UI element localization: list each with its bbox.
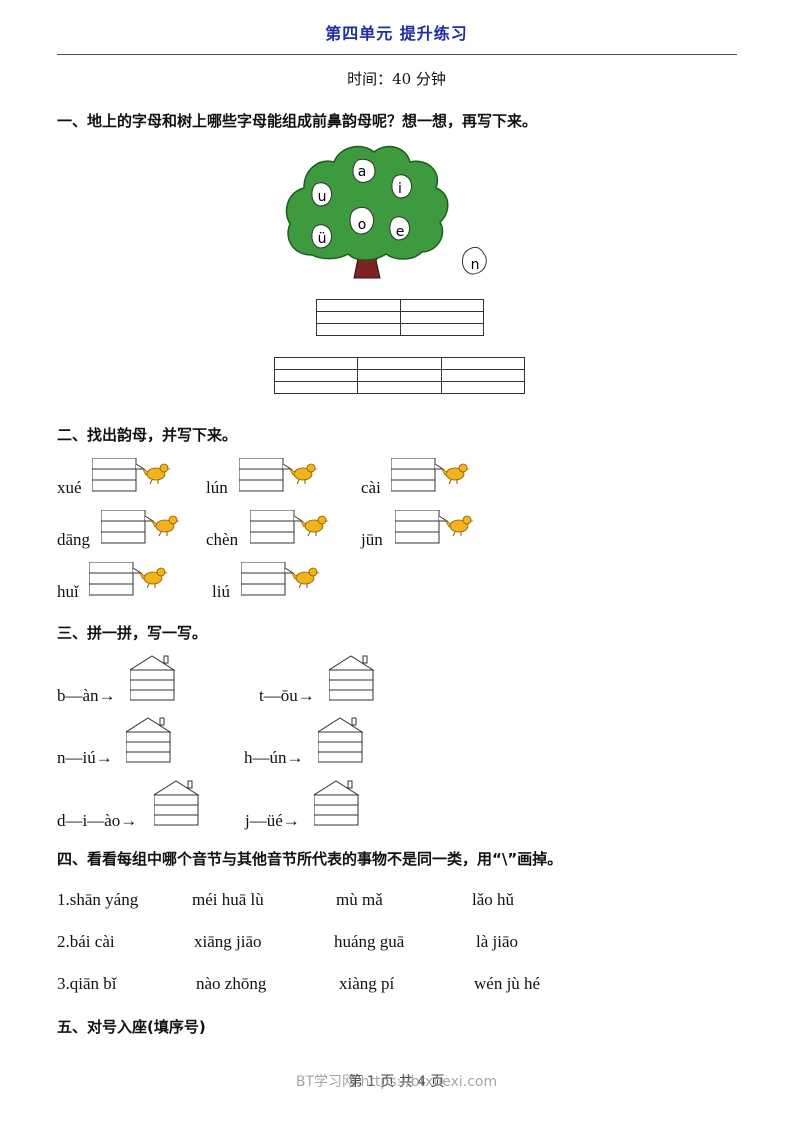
answer-cell[interactable] <box>273 381 359 394</box>
watermark-url: BT学习网 https://btxuexi.com <box>295 1074 498 1090</box>
leaf-letter: i <box>398 181 402 197</box>
letter-tree-illustration: a i u o e ü n <box>285 145 487 279</box>
leaf-letter: u <box>318 189 327 205</box>
spelling-item: n—iú→ <box>57 748 113 767</box>
syllable-option[interactable]: 1.shān yáng <box>57 890 139 909</box>
syllable-option[interactable]: mù mǎ <box>336 890 383 909</box>
house-answer-box[interactable] <box>318 716 364 764</box>
leaf-letter: a <box>358 164 367 180</box>
section-1-heading: 一、地上的字母和树上哪些字母能组成前鼻韵母呢？想一想，再写下来。 <box>57 112 538 130</box>
syllable-option[interactable]: wén jù hé <box>474 974 541 993</box>
leaf-letter: o <box>358 217 367 233</box>
pinyin-item: cài <box>361 478 381 497</box>
section-5-heading: 五、对号入座(填序号) <box>57 1018 206 1036</box>
spelling-item: h—ún→ <box>244 748 304 767</box>
answer-box[interactable] <box>395 510 477 546</box>
answer-box[interactable] <box>241 562 323 598</box>
pinyin-item: huǐ <box>57 582 79 601</box>
house-answer-box[interactable] <box>130 654 176 702</box>
answer-box[interactable] <box>101 510 183 546</box>
spelling-item: b—àn→ <box>57 686 116 705</box>
leaf-u: u <box>311 182 333 207</box>
answer-cell[interactable] <box>440 357 526 370</box>
answer-cell[interactable] <box>316 299 401 312</box>
answer-cell[interactable] <box>440 369 526 382</box>
time-limit: 时间：40 分钟 <box>347 70 446 88</box>
pinyin-item: dāng <box>57 530 91 549</box>
pinyin-item: chèn <box>206 530 239 549</box>
syllable-option[interactable]: xiàng pí <box>339 974 395 993</box>
leaf-letter: n <box>471 257 480 273</box>
page-number: 第 1 页 共 4 页 <box>348 1074 445 1090</box>
answer-grid-2col <box>316 299 484 336</box>
syllable-option[interactable]: méi huā lù <box>192 890 264 909</box>
answer-cell[interactable] <box>357 369 442 382</box>
syllable-option[interactable]: là jiāo <box>476 932 519 951</box>
leaf-letter: e <box>396 224 405 240</box>
answer-box[interactable] <box>239 458 321 494</box>
leaf-a: a <box>352 158 376 183</box>
pinyin-item: lún <box>206 478 228 497</box>
leaf-i: i <box>391 174 413 199</box>
syllable-option[interactable]: xiāng jiāo <box>194 932 262 951</box>
syllable-option[interactable]: huáng guā <box>334 932 405 951</box>
leaf-o: o <box>349 206 374 235</box>
answer-box[interactable] <box>391 458 473 494</box>
pinyin-item: jūn <box>361 530 383 549</box>
leaf-letter: ü <box>318 231 327 247</box>
house-answer-box[interactable] <box>126 716 172 764</box>
answer-box[interactable] <box>250 510 332 546</box>
syllable-option[interactable]: 2.bái cài <box>57 932 115 951</box>
syllable-option[interactable]: nào zhōng <box>196 974 267 993</box>
answer-cell[interactable] <box>273 357 359 370</box>
house-answer-box[interactable] <box>314 779 360 827</box>
answer-cell[interactable] <box>399 323 484 336</box>
answer-cell[interactable] <box>440 381 526 394</box>
section-2-heading: 二、找出韵母，并写下来。 <box>57 426 238 444</box>
title-divider <box>57 54 737 55</box>
page-title: 第四单元 提升练习 <box>325 24 468 43</box>
section-4-heading: 四、看看每组中哪个音节与其他音节所代表的事物不是同一类，用“\”画掉。 <box>57 850 563 868</box>
pinyin-item: xué <box>57 478 82 497</box>
syllable-option[interactable]: 3.qiān bǐ <box>57 974 117 993</box>
answer-box[interactable] <box>92 458 174 494</box>
answer-box[interactable] <box>89 562 171 598</box>
answer-cell[interactable] <box>273 369 359 382</box>
section-3-heading: 三、拼一拼，写一写。 <box>57 624 208 642</box>
leaf-u-umlaut: ü <box>311 224 333 249</box>
house-answer-box[interactable] <box>154 779 200 827</box>
answer-cell[interactable] <box>357 381 442 394</box>
answer-cell[interactable] <box>399 299 484 312</box>
spelling-item: d—i—ào→ <box>57 811 138 830</box>
answer-grid-3col <box>273 357 526 394</box>
ground-leaf-n: n <box>462 246 487 275</box>
spelling-item: t—ōu→ <box>259 686 315 705</box>
leaf-e: e <box>389 216 411 241</box>
house-answer-box[interactable] <box>329 654 375 702</box>
answer-cell[interactable] <box>316 323 401 336</box>
pinyin-item: liú <box>212 582 230 601</box>
answer-cell[interactable] <box>399 311 484 324</box>
answer-cell[interactable] <box>316 311 401 324</box>
syllable-option[interactable]: lǎo hǔ <box>472 890 515 909</box>
answer-cell[interactable] <box>357 357 442 370</box>
spelling-item: j—üé→ <box>245 811 300 830</box>
